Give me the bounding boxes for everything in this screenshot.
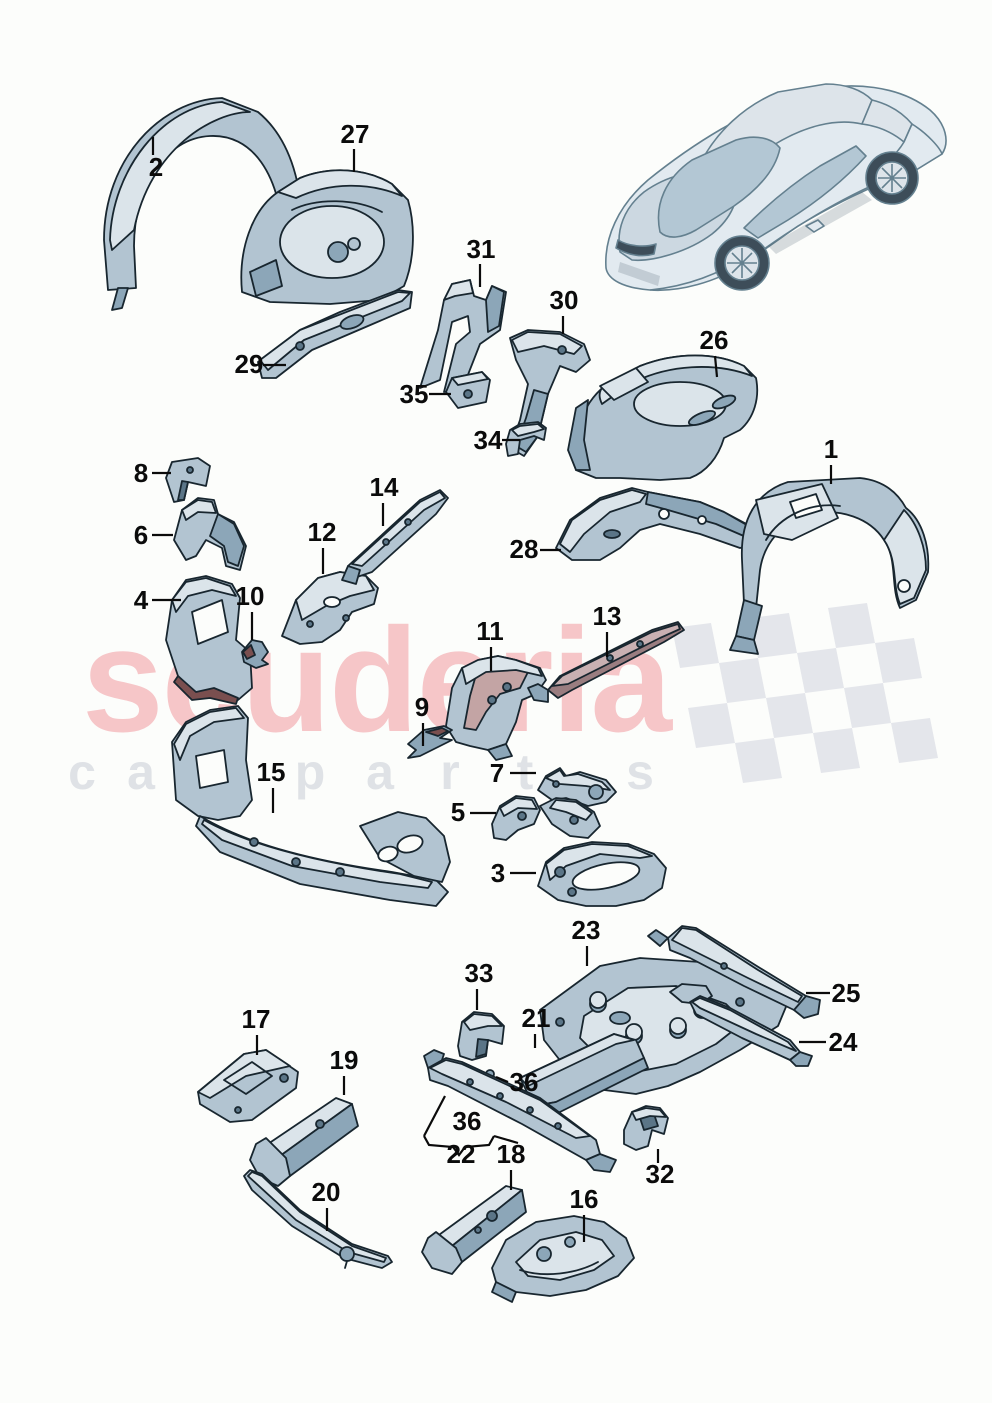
part-label-32[interactable]: 32	[646, 1159, 675, 1189]
part-label-22[interactable]: 22	[447, 1139, 476, 1169]
part-label-18[interactable]: 18	[497, 1139, 526, 1169]
part-26-shape[interactable]	[567, 354, 759, 481]
part-label-29[interactable]: 29	[235, 349, 264, 379]
watermark-letter: r	[440, 744, 459, 800]
part-9-shape[interactable]	[407, 725, 453, 759]
flag-cell	[891, 718, 938, 763]
part-label-26[interactable]: 26	[700, 325, 729, 355]
checkered-flag-watermark	[672, 603, 938, 783]
part-label-25[interactable]: 25	[832, 978, 861, 1008]
part-19-shape[interactable]	[249, 1097, 359, 1187]
part-label-12[interactable]: 12	[308, 517, 337, 547]
part-25-shape[interactable]	[647, 925, 821, 1019]
part-31-shape[interactable]	[419, 279, 507, 393]
flag-cell	[735, 738, 782, 783]
part-32-shape[interactable]	[623, 1105, 669, 1151]
part-label-7[interactable]: 7	[490, 758, 504, 788]
part-label-30[interactable]: 30	[550, 285, 579, 315]
flag-cell	[672, 623, 719, 668]
part-22-shape[interactable]	[423, 1049, 617, 1173]
flag-cell	[875, 638, 922, 683]
part-label-28[interactable]: 28	[510, 534, 539, 564]
watermark-letter: c	[68, 744, 96, 800]
leader-line-26	[713, 355, 719, 378]
vehicle-thumbnail-illustration	[605, 83, 947, 292]
part-15-shape[interactable]	[171, 705, 451, 907]
part-label-11[interactable]: 11	[476, 616, 504, 646]
flag-cell	[750, 613, 797, 658]
part-7-shape[interactable]	[537, 767, 617, 807]
part-label-27[interactable]: 27	[341, 119, 370, 149]
part-label-35[interactable]: 35	[400, 379, 429, 409]
flag-cell	[719, 658, 766, 703]
part-17-shape[interactable]	[197, 1049, 299, 1123]
part-label-16[interactable]: 16	[570, 1184, 599, 1214]
part-label-8[interactable]: 8	[134, 458, 148, 488]
part-label-6[interactable]: 6	[134, 520, 148, 550]
part-label-31[interactable]: 31	[467, 234, 496, 264]
part-10-shape[interactable]	[241, 639, 269, 669]
watermark-letter: a	[127, 744, 156, 800]
part-1-shape[interactable]	[729, 477, 930, 655]
part-12-shape[interactable]	[281, 571, 379, 645]
part-16-shape[interactable]	[491, 1215, 635, 1303]
part-34-shape[interactable]	[505, 421, 547, 457]
watermark-letter: a	[366, 744, 395, 800]
part-label-5[interactable]: 5	[451, 797, 465, 827]
part-28-shape[interactable]	[555, 487, 757, 561]
part-label-17[interactable]: 17	[242, 1004, 271, 1034]
part-label-14[interactable]: 14	[370, 472, 399, 502]
part-label-10[interactable]: 10	[236, 581, 265, 611]
part-label-1[interactable]: 1	[824, 434, 838, 464]
part-35-shape[interactable]	[445, 371, 491, 409]
flag-cell	[828, 603, 875, 648]
flag-cell	[766, 693, 813, 738]
watermark-letter: p	[295, 744, 326, 800]
part-5-shape[interactable]	[491, 795, 601, 841]
part-24-shape[interactable]	[669, 983, 813, 1067]
part-18-shape[interactable]	[421, 1185, 527, 1275]
part-label-24[interactable]: 24	[829, 1027, 858, 1057]
flag-cell	[797, 648, 844, 693]
callout-22-bracket	[423, 1095, 519, 1157]
part-label-36b[interactable]: 36	[453, 1106, 482, 1136]
watermark-letter: s	[626, 744, 654, 800]
part-13-shape[interactable]	[527, 621, 685, 703]
part-label-21[interactable]: 21	[522, 1003, 551, 1033]
flag-cell	[688, 703, 735, 748]
part-21-shape[interactable]	[519, 1033, 649, 1115]
part-27-shape[interactable]	[240, 169, 414, 305]
part-label-34[interactable]: 34	[474, 425, 503, 455]
part-14-shape[interactable]	[341, 489, 449, 585]
part-3-shape[interactable]	[537, 841, 667, 907]
part-20-shape[interactable]	[243, 1169, 393, 1269]
part-label-9[interactable]: 9	[415, 692, 429, 722]
part-4-shape[interactable]	[165, 575, 253, 705]
leader-line-36a	[495, 1075, 509, 1084]
part-label-20[interactable]: 20	[312, 1177, 341, 1207]
part-label-36a[interactable]: 36	[510, 1067, 539, 1097]
part-label-33[interactable]: 33	[465, 958, 494, 988]
part-6-shape[interactable]	[173, 497, 247, 571]
part-8-shape[interactable]	[165, 457, 211, 503]
part-label-15[interactable]: 15	[257, 757, 286, 787]
part-label-19[interactable]: 19	[330, 1045, 359, 1075]
flag-cell	[813, 728, 860, 773]
part-label-23[interactable]: 23	[572, 915, 601, 945]
part-33-shape[interactable]	[457, 1011, 505, 1061]
part-label-13[interactable]: 13	[593, 601, 622, 631]
part-label-2[interactable]: 2	[149, 152, 163, 182]
flag-cell	[844, 683, 891, 728]
part-label-4[interactable]: 4	[134, 585, 149, 615]
part-label-3[interactable]: 3	[491, 858, 505, 888]
